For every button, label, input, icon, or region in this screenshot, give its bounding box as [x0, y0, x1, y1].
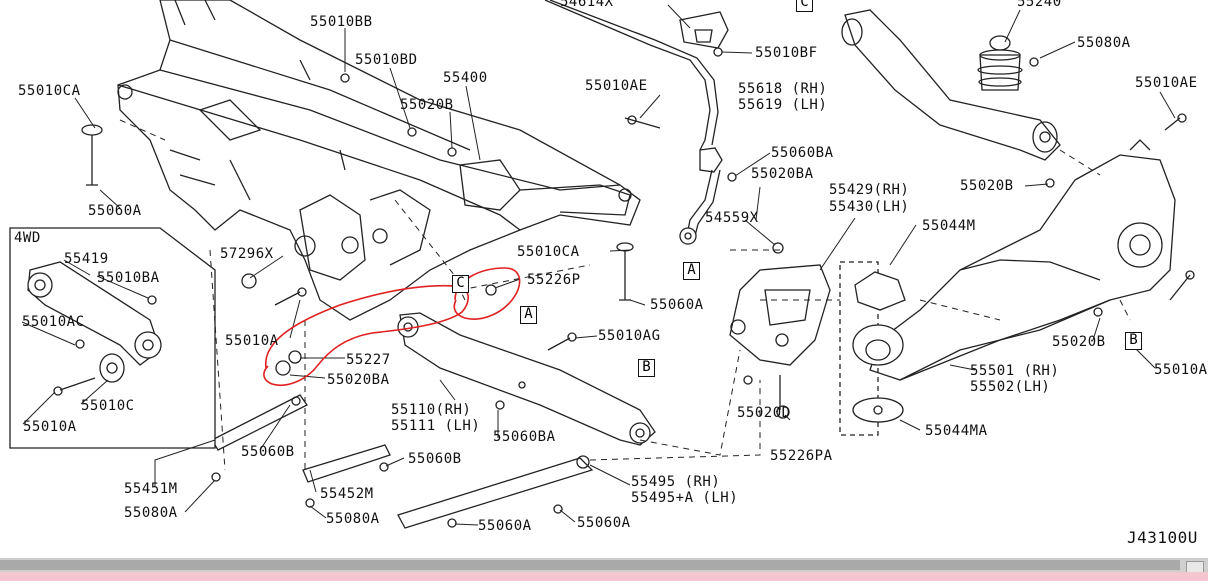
drawing-code: J43100U: [1127, 528, 1198, 547]
part-label-l54: 55495+A (LH): [631, 490, 739, 506]
part-label-l22: 55419: [64, 251, 109, 267]
part-label-l30: 55226P: [527, 272, 581, 288]
part-label-l45: 55060B: [241, 444, 295, 460]
part-label-l08: 55010BF: [755, 45, 818, 61]
ref-box-a-link: A: [520, 306, 537, 324]
stabilizer-illustration: [544, 0, 737, 245]
ref-box-c-frame: C: [452, 275, 469, 293]
part-label-l44: 55010A: [1154, 362, 1208, 378]
part-label-l26: 55010A: [23, 419, 77, 435]
subframe-illustration: [117, 0, 641, 321]
ref-box-b-arm: B: [1125, 332, 1142, 350]
part-label-l32: 55010AG: [598, 328, 661, 344]
part-label-l02: 55060A: [88, 203, 142, 219]
leader-lines: [21, 4, 1176, 526]
part-label-l07: 54614X: [560, 0, 614, 10]
part-label-l23: 55010BA: [97, 270, 160, 286]
part-label-l40: 55044MA: [925, 423, 988, 439]
part-label-l24: 55010AC: [22, 314, 85, 330]
part-label-l37: 55060BA: [493, 429, 556, 445]
part-label-l48: 55080A: [124, 505, 178, 521]
part-label-l14: 55429(RH): [829, 182, 910, 198]
part-label-l18: 55240: [1017, 0, 1062, 10]
4wd-inset-illustration: [9, 227, 216, 449]
spring-insulator-illustration: [839, 261, 906, 436]
part-label-l01: 55010CA: [18, 83, 81, 99]
part-label-l06: 55020B: [400, 97, 454, 113]
part-label-l49: 55452M: [320, 486, 374, 502]
part-label-l34: 55020BA: [327, 372, 390, 388]
part-label-l19: 55080A: [1077, 35, 1131, 51]
part-label-l50: 55080A: [326, 511, 380, 527]
spring-seat-illustration: [729, 242, 831, 366]
part-label-l47: 55451M: [124, 481, 178, 497]
part-label-l20: 55010AE: [1135, 75, 1198, 91]
part-label-l17: 55044M: [922, 218, 976, 234]
dashed-lines: [119, 119, 1131, 471]
part-label-l04: 55010BD: [355, 52, 418, 68]
part-label-l09: 55010AE: [585, 78, 648, 94]
part-label-l12: 55060BA: [771, 145, 834, 161]
part-label-l25: 55010C: [81, 398, 135, 414]
lower-link-illustration: [397, 312, 656, 446]
part-label-l42: 55501 (RH): [970, 363, 1060, 379]
part-label-l13: 55020BA: [751, 166, 814, 182]
part-label-l39: 55226PA: [770, 448, 833, 464]
part-label-l27: 57296X: [220, 246, 274, 262]
bump-stopper-illustration: [977, 35, 1023, 91]
part-label-l21: 55020B: [960, 178, 1014, 194]
part-label-l03: 55010BB: [310, 14, 373, 30]
part-label-l53: 55495 (RH): [631, 474, 721, 490]
inset-title-4wd: 4WD: [14, 230, 41, 246]
part-label-l35: 55110(RH): [391, 402, 472, 418]
part-label-l33: 55227: [346, 352, 391, 368]
part-label-l10: 55618 (RH): [738, 81, 828, 97]
ref-box-a-stabilizer: A: [683, 262, 700, 280]
part-label-l15: 55430(LH): [829, 199, 910, 215]
part-label-l16: 54559X: [705, 210, 759, 226]
rear-arm-illustration: [869, 139, 1176, 381]
part-label-l05: 55400: [443, 70, 488, 86]
upper-arm-illustration: [841, 9, 1061, 161]
scrollbar-thumb[interactable]: [0, 560, 1180, 570]
part-label-l36: 55111 (LH): [391, 418, 481, 434]
part-label-l46: 55060B: [408, 451, 462, 467]
ref-box-b-link: B: [638, 359, 655, 377]
part-label-l51: 55060A: [478, 518, 532, 534]
part-label-l38: 55020D: [737, 405, 791, 421]
part-label-l52: 55060A: [577, 515, 631, 531]
part-label-l43: 55502(LH): [970, 379, 1051, 395]
part-label-l28: 55010A: [225, 333, 279, 349]
bottom-bar: [0, 572, 1208, 581]
radius-rod-illustration: [211, 394, 594, 529]
fasteners-illustration: [81, 47, 1195, 528]
part-label-l41: 55020B: [1052, 334, 1106, 350]
part-label-l29: 55010CA: [517, 244, 580, 260]
ref-box-c-top: C: [796, 0, 813, 12]
horizontal-scrollbar[interactable]: [0, 558, 1208, 572]
part-label-l31: 55060A: [650, 297, 704, 313]
part-label-l11: 55619 (LH): [738, 97, 828, 113]
red-annotation-marks: [263, 267, 521, 386]
